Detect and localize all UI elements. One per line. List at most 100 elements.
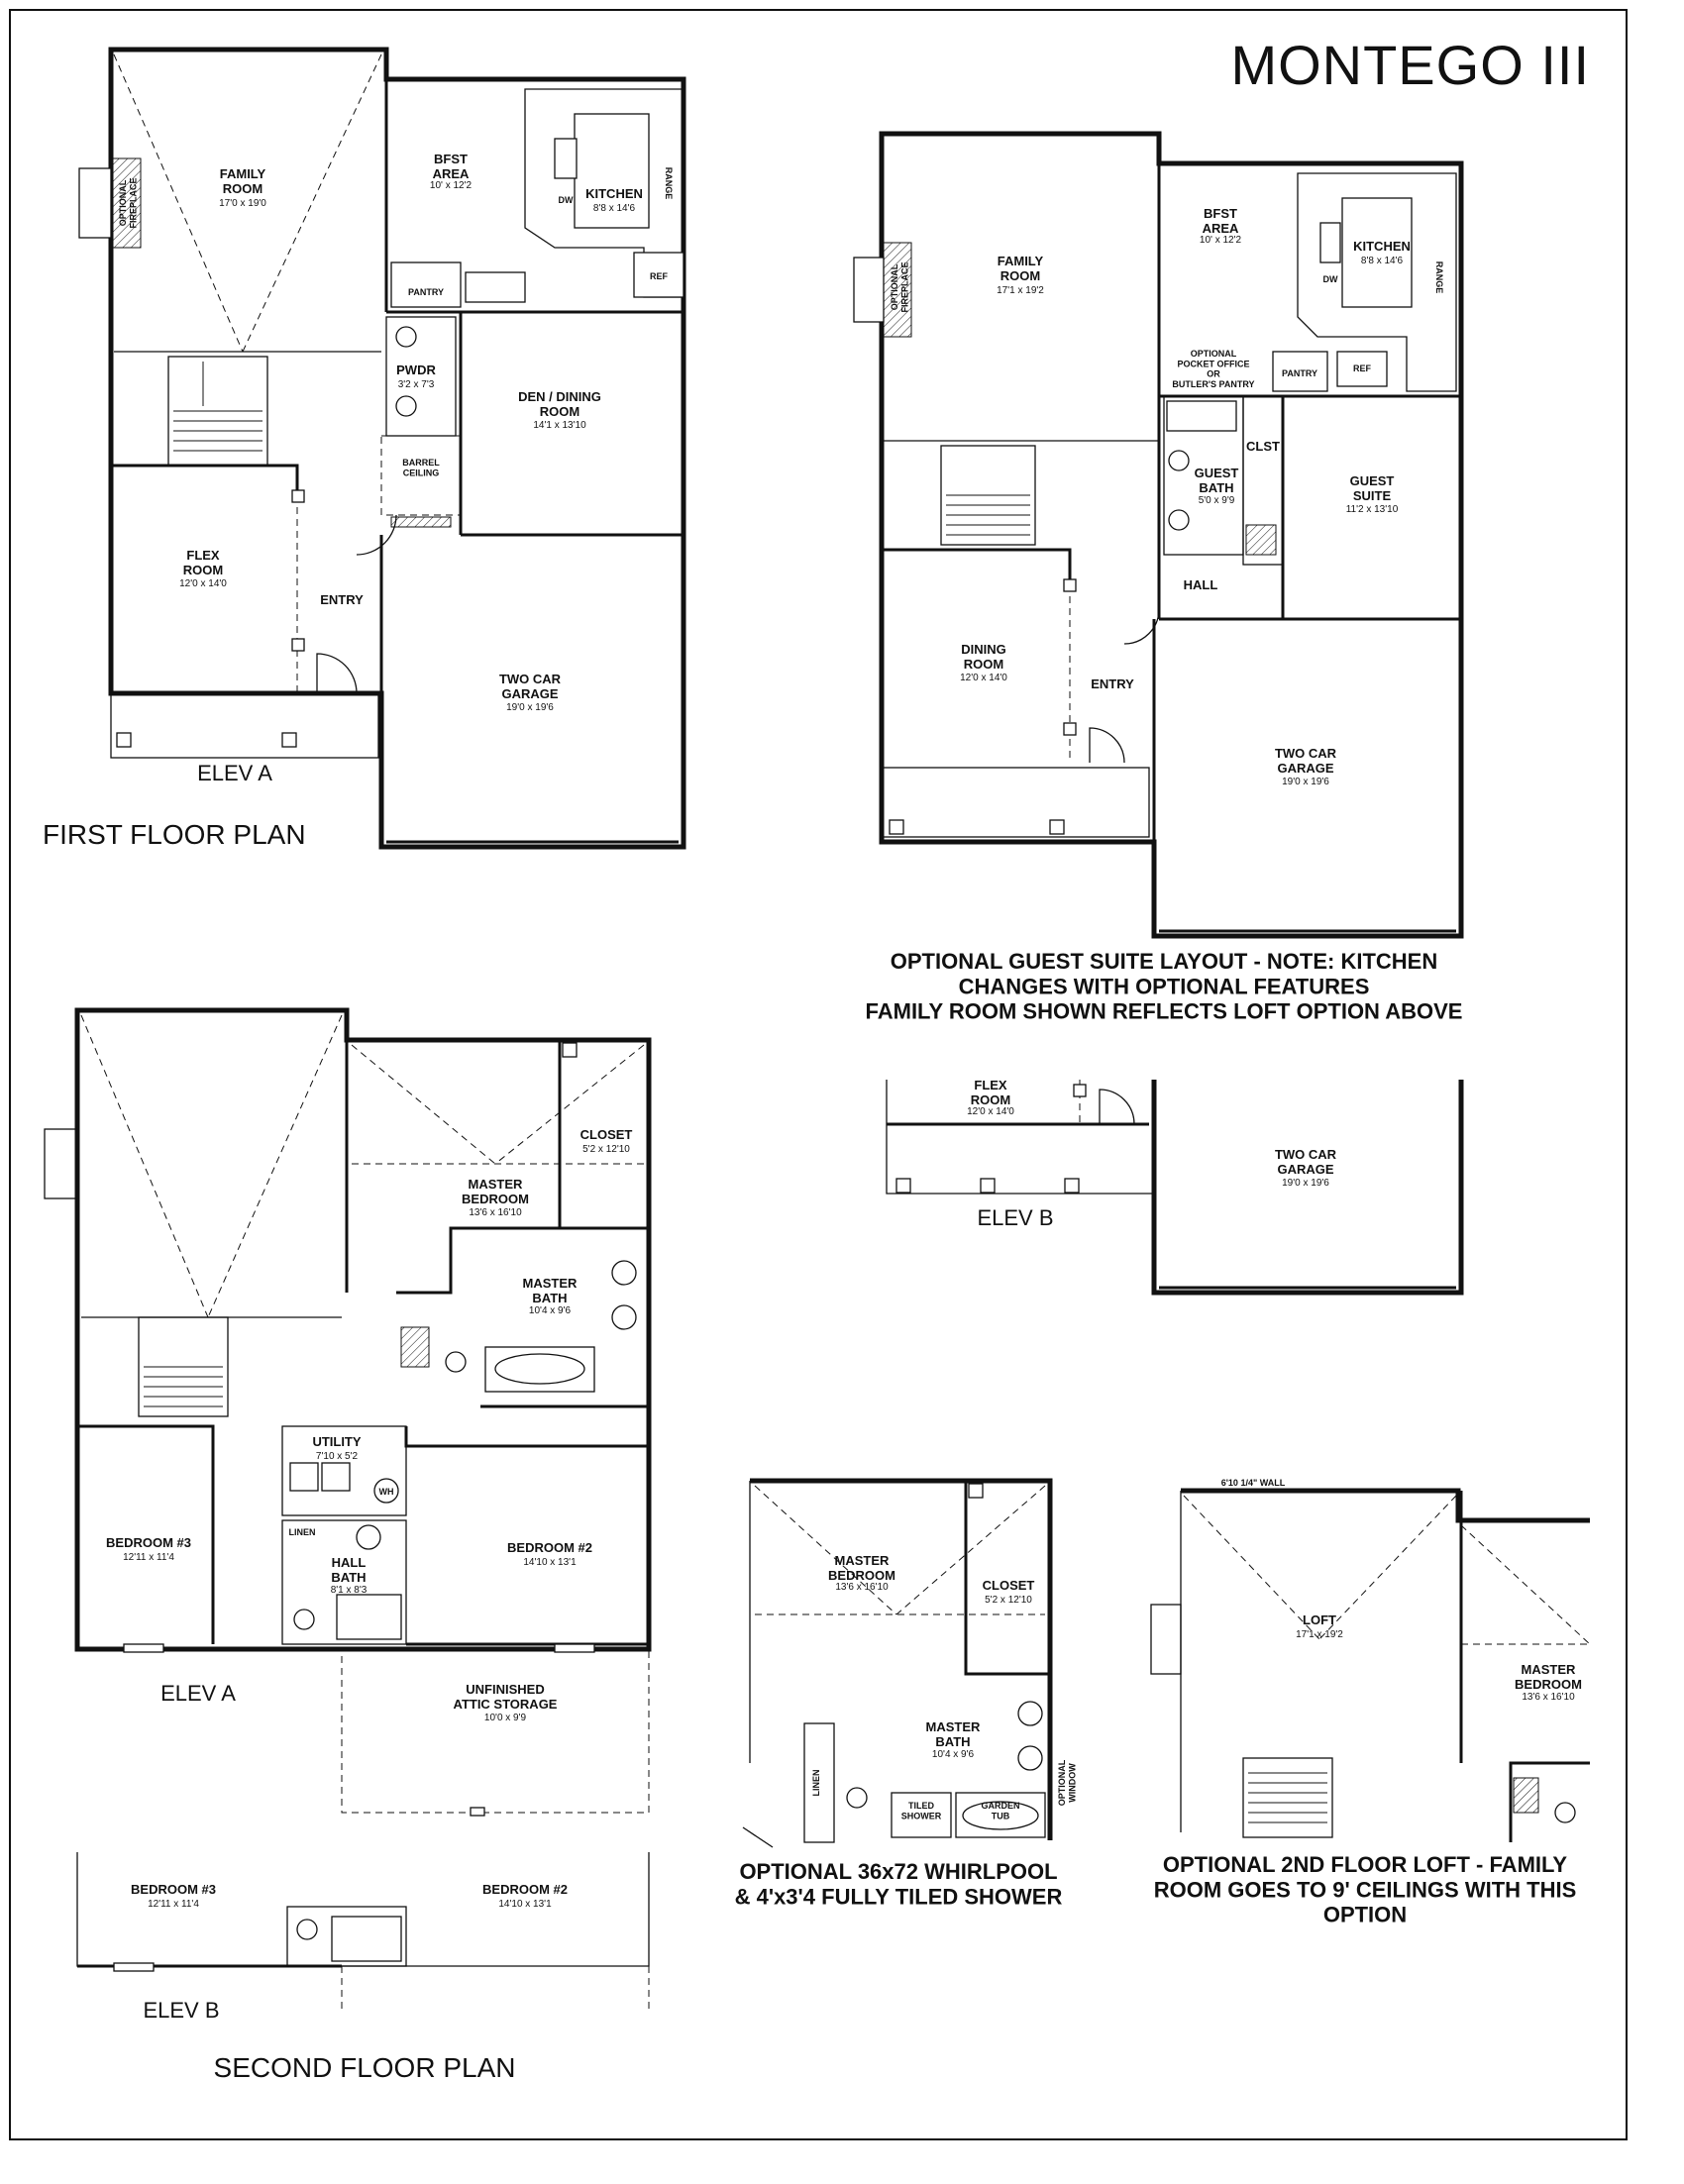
gs-hall: HALL <box>1184 577 1218 592</box>
ff-garage-dim: 19'0 x 19'6 <box>506 702 554 713</box>
gs-fireplace: OPTIONALFIREPLACE <box>890 261 909 312</box>
eb-label: ELEV B <box>977 1205 1053 1230</box>
ff-fireplace: OPTIONALFIREPLACE <box>118 177 138 228</box>
sf-bed2-dim: 14'10 x 13'1 <box>523 1557 577 1568</box>
gs-clst: CLST <box>1246 439 1280 454</box>
loft-name: LOFT <box>1303 1612 1336 1627</box>
ff-dw: DW <box>559 195 574 205</box>
ff-ref: REF <box>650 271 669 281</box>
wp-mbath-dim: 10'4 x 9'6 <box>932 1749 975 1760</box>
sf-bed3-name: BEDROOM #3 <box>106 1535 191 1550</box>
wp-window: OPTIONALWINDOW <box>1057 1759 1077 1806</box>
second-floor-caption: SECOND FLOOR PLAN <box>214 2052 516 2083</box>
sf-attic-dim: 10'0 x 9'9 <box>484 1713 527 1723</box>
ff-bfst-dim: 10' x 12'2 <box>430 180 473 191</box>
ff-kitchen-name: KITCHEN <box>585 186 643 201</box>
gs-pantry: PANTRY <box>1282 368 1317 378</box>
sheet-border <box>9 9 1628 2140</box>
gs-bfst-dim: 10' x 12'2 <box>1200 235 1242 246</box>
gs-kitchen-name: KITCHEN <box>1353 239 1411 254</box>
sf-eb-bed3-name: BEDROOM #3 <box>131 1882 216 1897</box>
ff-pantry: PANTRY <box>408 287 444 297</box>
wp-closet-dim: 5'2 x 12'10 <box>985 1595 1032 1606</box>
gs-guest-bath-dim: 5'0 x 9'9 <box>1199 495 1235 506</box>
wp-closet-name: CLOSET <box>983 1578 1035 1593</box>
sf-linen: LINEN <box>289 1527 316 1537</box>
loft-master-dim: 13'6 x 16'10 <box>1522 1692 1575 1703</box>
wp-master-dim: 13'6 x 16'10 <box>835 1582 889 1593</box>
sf-eb-bed2-dim: 14'10 x 13'1 <box>498 1899 552 1910</box>
sf-eb-bed3-dim: 12'11 x 11'4 <box>148 1899 199 1910</box>
ff-range: RANGE <box>664 167 674 200</box>
whirlpool-note: OPTIONAL 36x72 WHIRLPOOL& 4'x3'4 FULLY T… <box>735 1859 1063 1909</box>
eb-garage-dim: 19'0 x 19'6 <box>1282 1178 1329 1189</box>
gs-dining-dim: 12'0 x 14'0 <box>960 673 1007 683</box>
sf-elev-b: ELEV B <box>143 1998 219 2023</box>
ff-pwdr-dim: 3'2 x 7'3 <box>398 379 435 390</box>
gs-garage-dim: 19'0 x 19'6 <box>1282 777 1329 787</box>
gs-range: RANGE <box>1434 261 1444 294</box>
sf-utility-name: UTILITY <box>312 1434 361 1449</box>
sf-closet-dim: 5'2 x 12'10 <box>582 1144 630 1155</box>
plan-title: MONTEGO III <box>1230 34 1590 96</box>
gs-kitchen-dim: 8'8 x 14'6 <box>1361 256 1404 266</box>
ff-flex-dim: 12'0 x 14'0 <box>179 578 227 589</box>
sf-bed3-dim: 12'11 x 11'4 <box>123 1552 174 1563</box>
first-floor-caption: FIRST FLOOR PLAN <box>43 819 306 850</box>
guest-suite-note: OPTIONAL GUEST SUITE LAYOUT - NOTE: KITC… <box>866 949 1463 1024</box>
sf-closet-name: CLOSET <box>580 1127 633 1142</box>
wp-linen: LINEN <box>811 1770 821 1797</box>
loft-wall: 6'10 1/4" WALL <box>1221 1478 1286 1488</box>
ff-entry: ENTRY <box>320 592 364 607</box>
sf-mbath-dim: 10'4 x 9'6 <box>529 1305 572 1316</box>
sf-bed2-name: BEDROOM #2 <box>507 1540 592 1555</box>
sf-hbath-dim: 8'1 x 8'3 <box>331 1585 368 1596</box>
gs-guest-suite-dim: 11'2 x 13'10 <box>1346 504 1399 515</box>
gs-family-dim: 17'1 x 19'2 <box>997 285 1044 296</box>
ff-den-dim: 14'1 x 13'10 <box>533 420 586 431</box>
gs-entry: ENTRY <box>1091 676 1134 691</box>
gs-dw: DW <box>1323 274 1338 284</box>
sf-eb-bed2-name: BEDROOM #2 <box>482 1882 568 1897</box>
ff-pwdr-name: PWDR <box>396 363 436 377</box>
sf-wh: WH <box>379 1487 394 1497</box>
ff-kitchen-dim: 8'8 x 14'6 <box>593 203 636 214</box>
ff-family-dim: 17'0 x 19'0 <box>219 198 266 209</box>
loft-dim: 17'1 x 19'2 <box>1296 1629 1343 1640</box>
sf-master-dim: 13'6 x 16'10 <box>469 1207 522 1218</box>
eb-flex-dim: 12'0 x 14'0 <box>967 1106 1014 1117</box>
sf-utility-dim: 7'10 x 5'2 <box>316 1451 359 1462</box>
